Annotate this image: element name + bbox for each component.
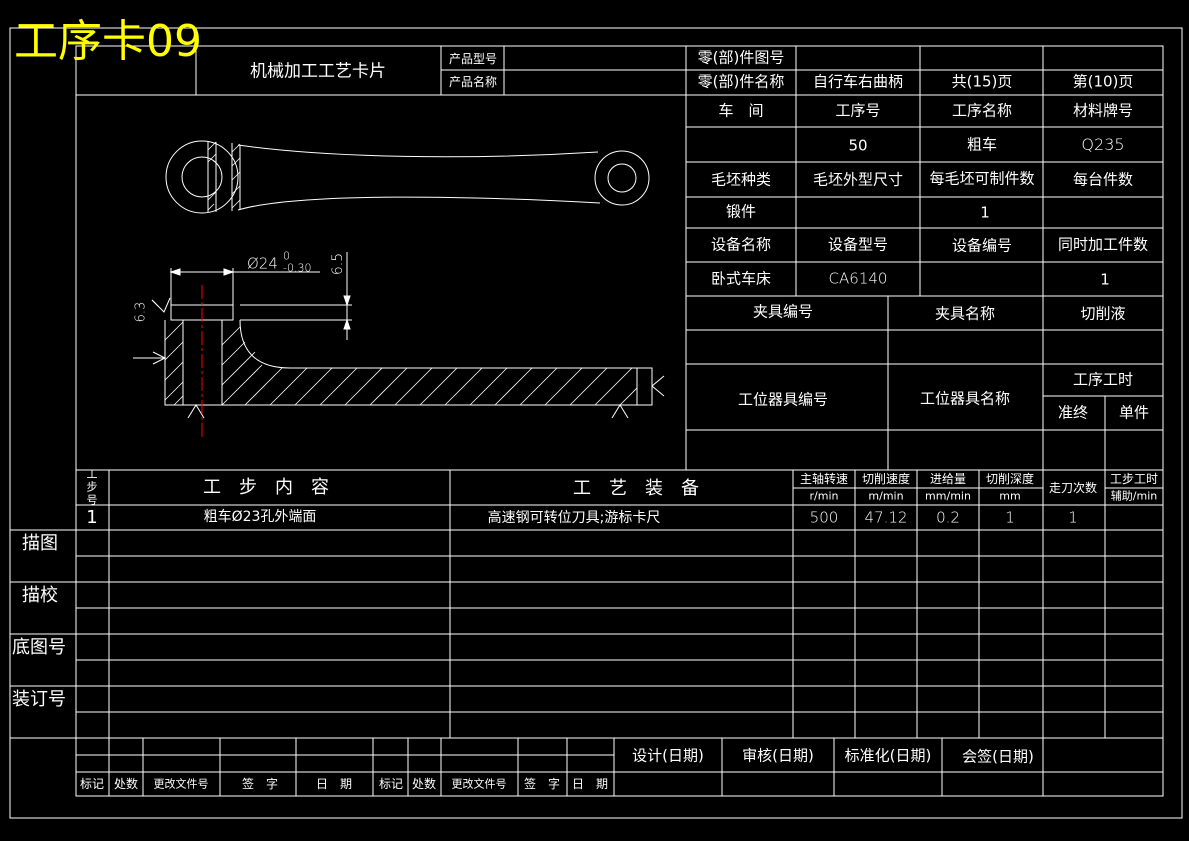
- per-blank-label: 每毛坯可制件数: [929, 169, 1035, 188]
- time-sub-header: 辅助/min: [1110, 489, 1158, 503]
- total-pages: 共(15)页: [951, 72, 1013, 91]
- fixture-name-label: 夹具名称: [934, 304, 996, 323]
- footer-count-2: 处数: [411, 777, 437, 791]
- footer-signature-1: 签 字: [241, 777, 279, 791]
- side-label-binding: 装订号: [12, 689, 66, 710]
- op-name-label: 工序名称: [951, 101, 1013, 120]
- simul-label: 同时加工件数: [1057, 235, 1149, 254]
- feed-unit: mm/min: [925, 489, 971, 503]
- footer-date-1: 日 期: [315, 777, 353, 791]
- per-blank: 1: [980, 203, 990, 222]
- step-depth: 1: [1005, 508, 1015, 527]
- step-equipment: 高速钢可转位刀具;游标卡尺: [487, 510, 661, 526]
- product-name-label: 产品名称: [448, 75, 498, 89]
- equip-model: CA6140: [828, 269, 888, 288]
- footer-design: 设计(日期): [632, 746, 704, 765]
- equip-name: 卧式车床: [710, 269, 772, 288]
- part-drawing-label: 零(部)件图号: [697, 48, 785, 67]
- blank-type: 锻件: [725, 202, 757, 221]
- depth-header: 切削深度: [985, 472, 1035, 486]
- product-model-label: 产品型号: [448, 52, 498, 66]
- crank-section-view: [133, 252, 665, 419]
- fixture-no-label: 夹具编号: [752, 302, 814, 321]
- material: Q235: [1081, 135, 1125, 154]
- dim-diameter: Ø24: [247, 254, 278, 273]
- feed-header: 进给量: [929, 472, 967, 486]
- station-tool-name-label: 工位器具名称: [919, 389, 1011, 408]
- dim-height: 6.5: [330, 252, 346, 276]
- material-label: 材料牌号: [1072, 101, 1134, 120]
- doc-title: 机械加工工艺卡片: [250, 61, 386, 82]
- step-content-header: 工 步 内 容: [203, 477, 329, 498]
- blank-size-label: 毛坯外型尺寸: [812, 170, 904, 189]
- footer-mark-2: 标记: [378, 777, 404, 791]
- step-speed: 47.12: [864, 508, 908, 527]
- simul: 1: [1100, 270, 1110, 289]
- step-equipment-header: 工 艺 装 备: [573, 478, 699, 499]
- dim-tol-upper: 0: [283, 249, 290, 263]
- step-feed: 0.2: [936, 508, 960, 527]
- dim-tol-lower: -0.30: [283, 261, 312, 275]
- footer-change-doc-2: 更改文件号: [451, 777, 507, 791]
- equip-model-label: 设备型号: [827, 235, 889, 254]
- blank-type-label: 毛坯种类: [710, 170, 772, 189]
- speed-header: 切削速度: [861, 472, 911, 486]
- coolant-label: 切削液: [1080, 304, 1126, 323]
- equip-name-label: 设备名称: [710, 235, 772, 254]
- footer-count-1: 处数: [113, 777, 139, 791]
- per-machine-label: 每台件数: [1072, 170, 1134, 189]
- unit-label: 单件: [1118, 403, 1150, 422]
- page-number: 第(10)页: [1072, 72, 1134, 91]
- footer-standard: 标准化(日期): [844, 746, 932, 765]
- side-label-base-drawing: 底图号: [12, 637, 66, 658]
- step-no-header: 工步号: [86, 467, 98, 507]
- side-label-trace: 描图: [22, 533, 58, 554]
- prep-label: 准终: [1057, 403, 1089, 422]
- depth-unit: mm: [999, 489, 1021, 503]
- roughness-value: 6.3: [133, 301, 149, 323]
- passes-header: 走刀次数: [1048, 481, 1098, 495]
- card-title: 工序卡09: [14, 16, 202, 67]
- footer-mark-1: 标记: [79, 777, 105, 791]
- op-time-label: 工序工时: [1072, 370, 1134, 389]
- side-label-trace-check: 描校: [22, 585, 58, 606]
- part-name-label: 零(部)件名称: [697, 72, 785, 91]
- equip-no-label: 设备编号: [951, 236, 1013, 255]
- part-name: 自行车右曲柄: [812, 72, 904, 91]
- footer-change-doc-1: 更改文件号: [153, 777, 209, 791]
- spindle-unit: r/min: [809, 489, 839, 503]
- footer-sign: 会签(日期): [962, 747, 1034, 766]
- op-no-label: 工序号: [835, 101, 881, 120]
- step-spindle: 500: [809, 508, 839, 527]
- footer-review: 审核(日期): [742, 746, 814, 765]
- station-tool-no-label: 工位器具编号: [737, 390, 829, 409]
- step-no: 1: [86, 507, 98, 528]
- op-no: 50: [848, 136, 868, 155]
- crank-top-view: [165, 140, 650, 214]
- speed-unit: m/min: [868, 489, 904, 503]
- footer-signature-2: 签 字: [523, 777, 561, 791]
- footer-date-2: 日 期: [571, 777, 609, 791]
- spindle-header: 主轴转速: [799, 472, 849, 486]
- step-passes: 1: [1068, 508, 1078, 527]
- time-header: 工步工时: [1109, 472, 1159, 486]
- workshop-label: 车 间: [718, 101, 764, 120]
- step-content: 粗车Ø23孔外端面: [203, 509, 317, 525]
- op-name: 粗车: [966, 135, 998, 154]
